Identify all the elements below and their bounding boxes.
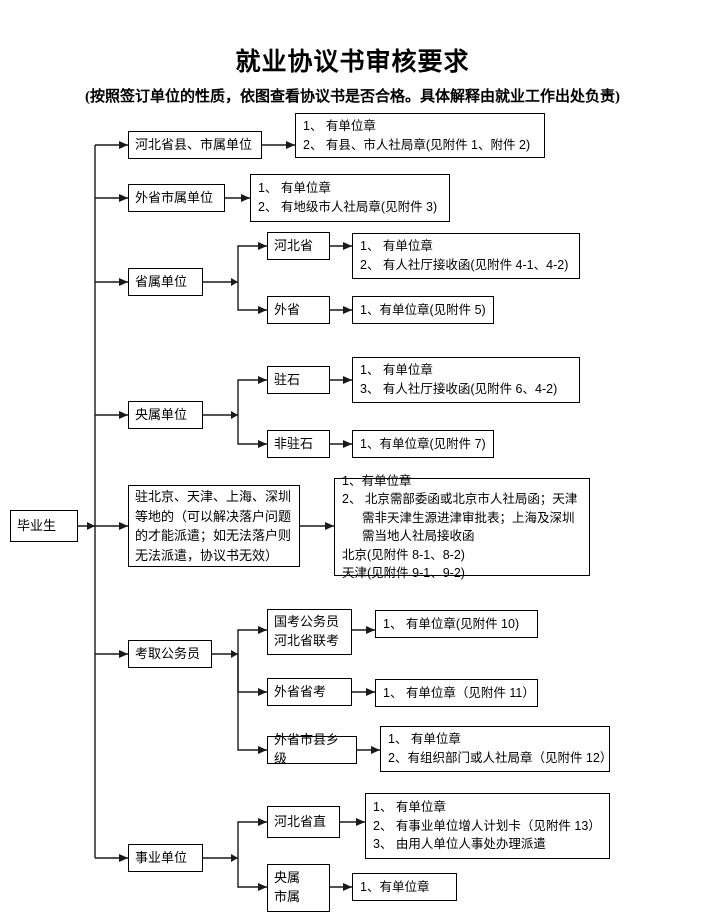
node-provincial-unit-label: 省属单位 [135, 273, 188, 289]
node-other-province-township[interactable]: 外省市县乡级 [267, 732, 357, 766]
node-central-outside-shijiazhuang-label: 非驻石 [274, 435, 314, 451]
detail-other-province-city-unit: 1、 有单位章 2、 有地级市人社局章(见附件 3) [250, 174, 450, 222]
node-major-cities-unit-label: 等地的（可以解决落户问题 [135, 508, 292, 524]
node-central-city-institution[interactable]: 央属 市属 [267, 864, 330, 912]
node-hebei-provincial-direct-label: 河北省直 [274, 813, 327, 829]
node-civil-servant[interactable]: 考取公务员 [128, 640, 212, 668]
node-hebei-county-city-unit-label: 河北省县、市属单位 [135, 136, 253, 152]
node-graduate[interactable]: 毕业生 [10, 510, 78, 542]
detail-other-province-township: 1、 有单位章 2、有组织部门或人社局章（见附件 12） [380, 726, 613, 772]
detail-line: 1、有单位章 [360, 879, 430, 894]
node-other-province-township-label: 外省市县乡级 [274, 732, 340, 766]
detail-line: 1、有单位章 [342, 473, 412, 488]
detail-line: 2、 有事业单位增人计划卡（见附件 13） [373, 818, 601, 833]
detail-hebei-county-city-unit: 1、 有单位章 2、 有县、市人社局章(见附件 1、附件 2) [295, 113, 545, 158]
node-provincial-hebei-label: 河北省 [274, 237, 314, 253]
detail-line: 需当地人社局接收函 [362, 529, 475, 543]
node-public-institution-label: 事业单位 [135, 849, 188, 865]
detail-central-city-institution: 1、有单位章 [352, 873, 457, 901]
detail-central-outside-shijiazhuang: 1、有单位章(见附件 7) [352, 430, 494, 458]
detail-national-exam: 1、 有单位章(见附件 10) [375, 610, 538, 638]
detail-provincial-other: 1、有单位章(见附件 5) [352, 296, 494, 324]
detail-line: 2、 有人社厅接收函(见附件 4-1、4-2) [360, 258, 569, 272]
node-major-cities-unit[interactable]: 驻北京、天津、上海、深圳 等地的（可以解决落户问题 的才能派遣；如无法落户则 无… [128, 485, 300, 567]
detail-line: 2、有组织部门或人社局章（见附件 12） [388, 751, 613, 765]
detail-line: 3、 由用人单位人事处办理派遣 [373, 837, 546, 852]
detail-line: 1、 有单位章 [373, 799, 446, 814]
node-other-province-exam-label: 外省省考 [274, 683, 327, 699]
node-major-cities-unit-label: 驻北京、天津、上海、深圳 [135, 489, 292, 504]
detail-major-cities-unit: 1、有单位章 2、 北京需部委函或北京市人社局函；天津 需非天津生源进津审批表；… [334, 474, 590, 580]
node-central-unit-label: 央属单位 [135, 406, 188, 422]
detail-line: 1、有单位章(见附件 5) [360, 302, 486, 317]
detail-line: 北京(见附件 8-1、8-2) [342, 547, 465, 562]
node-other-province-exam[interactable]: 外省省考 [267, 678, 352, 706]
node-national-exam[interactable]: 国考公务员 河北省联考 [267, 609, 352, 655]
node-provincial-other[interactable]: 外省 [267, 296, 330, 324]
detail-line: 1、 有单位章 [303, 118, 376, 133]
node-national-exam-label2: 河北省联考 [274, 633, 340, 648]
detail-line: 需非天津生源进津审批表；上海及深圳 [362, 510, 575, 525]
detail-line: 3、 有人社厅接收函(见附件 6、4-2) [360, 382, 558, 396]
node-central-unit[interactable]: 央属单位 [128, 401, 203, 429]
detail-line: 1、有单位章(见附件 7) [360, 436, 486, 451]
detail-line: 2、 有县、市人社局章(见附件 1、附件 2) [303, 137, 531, 152]
detail-line: 1、 有单位章 [388, 732, 461, 747]
node-public-institution[interactable]: 事业单位 [128, 844, 203, 872]
detail-central-in-shijiazhuang: 1、 有单位章 3、 有人社厅接收函(见附件 6、4-2) [352, 357, 580, 403]
detail-line: 1、 有单位章 [258, 181, 331, 196]
detail-line: 天津(见附件 9-1、9-2) [342, 566, 465, 580]
detail-line: 2、 北京需部委函或北京市人社局函；天津 [342, 492, 578, 506]
node-other-province-city-unit-label: 外省市属单位 [135, 189, 214, 205]
node-provincial-unit[interactable]: 省属单位 [128, 268, 203, 296]
node-central-outside-shijiazhuang[interactable]: 非驻石 [267, 430, 330, 458]
node-central-in-shijiazhuang-label: 驻石 [274, 371, 301, 387]
node-national-exam-label: 国考公务员 [274, 614, 340, 630]
node-central-city-institution-label2: 市属 [274, 889, 301, 904]
node-central-in-shijiazhuang[interactable]: 驻石 [267, 366, 330, 394]
detail-line: 1、 有单位章 [360, 363, 433, 378]
node-major-cities-unit-label: 的才能派遣；如无法落户则 [135, 528, 292, 543]
node-graduate-label: 毕业生 [17, 517, 57, 533]
node-civil-servant-label: 考取公务员 [135, 645, 201, 661]
node-hebei-provincial-direct[interactable]: 河北省直 [267, 806, 340, 838]
page-subtitle: (按照签订单位的性质，依图查看协议书是否合格。具体解释由就业工作出处负责) [85, 89, 620, 105]
detail-line: 1、 有单位章 [360, 239, 433, 254]
detail-line: 2、 有地级市人社局章(见附件 3) [258, 200, 438, 214]
node-provincial-other-label: 外省 [274, 301, 301, 317]
detail-line: 1、 有单位章（见附件 11） [383, 685, 535, 700]
node-provincial-hebei[interactable]: 河北省 [267, 232, 330, 260]
detail-provincial-hebei: 1、 有单位章 2、 有人社厅接收函(见附件 4-1、4-2) [352, 233, 580, 279]
node-major-cities-unit-label: 无法派遣，协议书无效） [135, 547, 279, 563]
node-central-city-institution-label: 央属 [274, 870, 301, 886]
detail-other-province-exam: 1、 有单位章（见附件 11） [375, 679, 538, 707]
node-hebei-county-city-unit[interactable]: 河北省县、市属单位 [128, 131, 262, 159]
detail-line: 1、 有单位章(见附件 10) [383, 616, 520, 631]
node-other-province-city-unit[interactable]: 外省市属单位 [128, 184, 225, 212]
detail-hebei-provincial-direct: 1、 有单位章 2、 有事业单位增人计划卡（见附件 13） 3、 由用人单位人事… [365, 793, 610, 859]
page-title: 就业协议书审核要求 [235, 49, 470, 76]
